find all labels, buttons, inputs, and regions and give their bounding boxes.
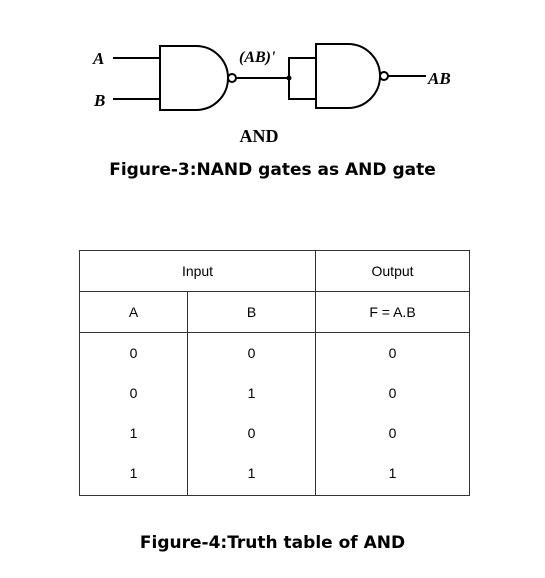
group-header-row: Input Output (78, 250, 471, 292)
truth-table: Input Output A B F = A.B 0 0 1 1 0 1 0 1 (78, 250, 471, 496)
column-header-a: A (79, 291, 188, 333)
table-cell-b: 0 (247, 425, 256, 441)
nand-and-circuit-diagram: A B (AB)' AB AND (92, 43, 451, 146)
column-b-values: 0 1 0 1 (186, 332, 317, 496)
nand-gate-1 (159, 45, 229, 111)
nand-gate-2-bubble (379, 71, 389, 81)
figure-3-caption: Figure-3:NAND gates as AND gate (109, 160, 436, 180)
input-group-header: Input (78, 250, 317, 292)
column-header-f: F = A.B (315, 291, 471, 333)
table-cell-b: 0 (247, 345, 256, 361)
column-f-values: 0 0 0 1 (315, 332, 471, 496)
column-header-row: A B F = A.B (79, 291, 471, 333)
input-a-label: A (92, 49, 104, 68)
output-label: AB (427, 69, 451, 88)
table-cell-a: 1 (129, 465, 138, 481)
table-cell-f: 0 (388, 425, 397, 441)
table-cell-b: 1 (247, 385, 256, 401)
table-cell-f: 0 (388, 385, 397, 401)
table-cell-f: 0 (388, 345, 397, 361)
table-cell-a: 0 (129, 385, 138, 401)
tied-input-bottom (288, 78, 316, 100)
column-a-values: 0 0 1 1 (79, 332, 188, 496)
nand-gate-1-bubble (227, 73, 237, 83)
table-cell-f: 1 (388, 465, 397, 481)
table-cell-a: 0 (129, 345, 138, 361)
table-cell-a: 1 (129, 425, 138, 441)
table-body-row: 0 0 1 1 0 1 0 1 0 0 0 1 (79, 332, 471, 496)
nand-gate-2 (315, 43, 381, 109)
input-b-label: B (93, 91, 105, 110)
circuit-label: AND (240, 126, 279, 146)
tied-input-top (288, 57, 316, 78)
figure-4-caption: Figure-4:Truth table of AND (139, 533, 406, 553)
table-cell-b: 1 (247, 465, 256, 481)
output-group-header: Output (315, 250, 471, 292)
column-header-b: B (186, 291, 317, 333)
intermediate-label: (AB)' (239, 49, 276, 66)
